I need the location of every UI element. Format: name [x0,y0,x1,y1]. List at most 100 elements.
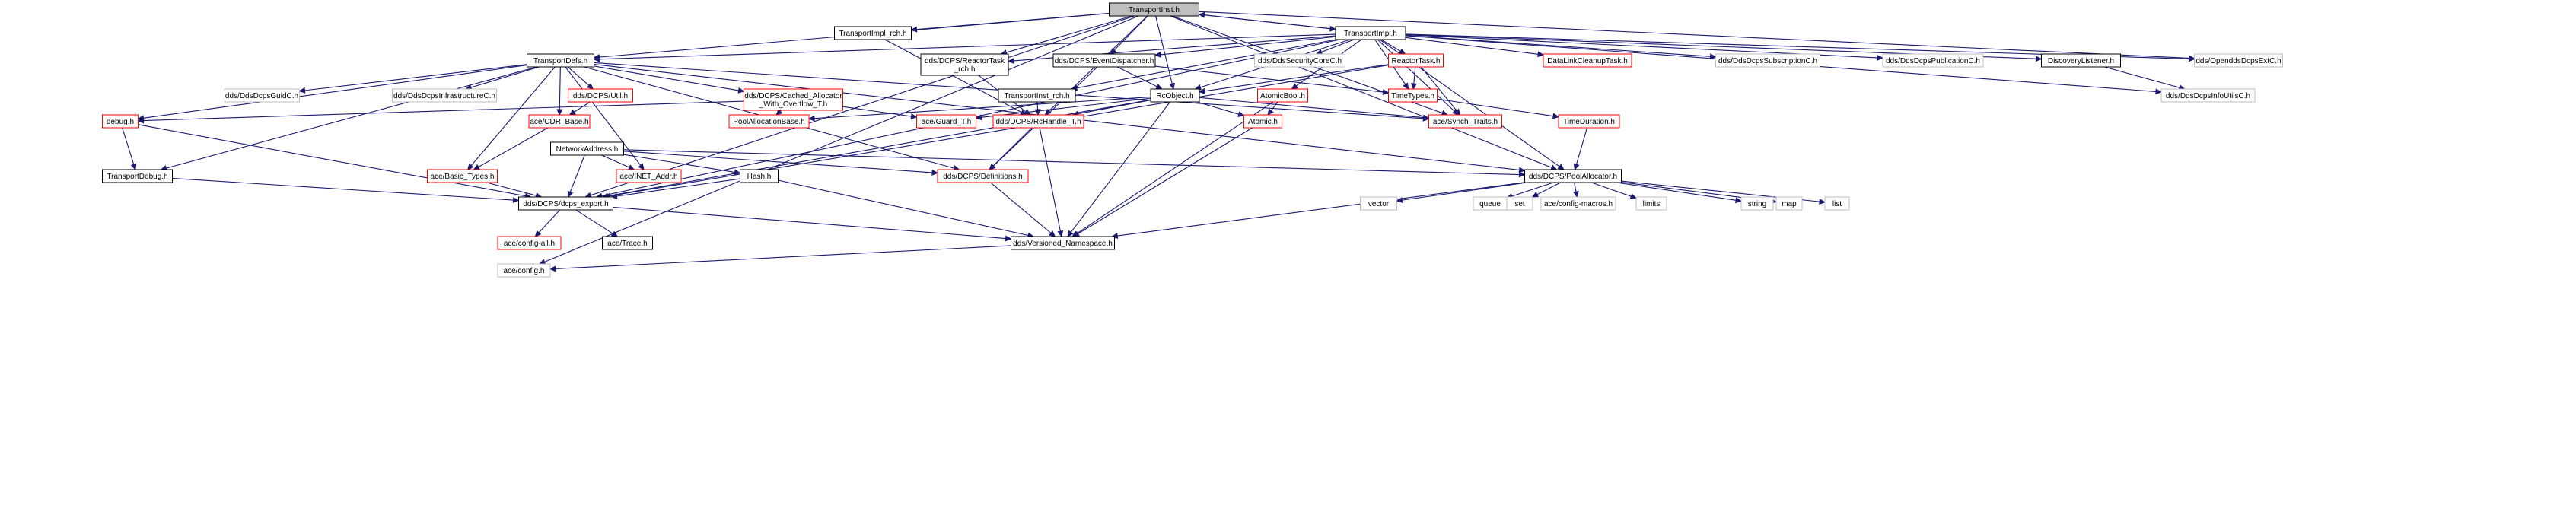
node-discoverylistener-h[interactable]: DiscoveryListener.h [2041,53,2121,68]
edge-versioned_namespace_h-to-config_h [555,245,1011,269]
node-transportdefs-h[interactable]: TransportDefs.h [527,53,594,68]
node-securitycorec-h[interactable]: dds/DdsSecurityCoreC.h [1254,53,1345,68]
node-label: dds/DdsDcpsInfoUtilsC.h [2166,92,2250,100]
node-networkaddress-h[interactable]: NetworkAddress.h [550,141,624,156]
edge-arrowhead [593,56,600,62]
node-label: Hash.h [747,173,772,181]
edge-transportimpl_h-to-transportinst_h [1204,14,1336,30]
node-label: TransportDebug.h [107,173,167,181]
edge-arrowhead [2188,56,2195,62]
node-vector[interactable]: vector [1360,196,1397,211]
edge-poolallocator_h-to-set [1536,182,1561,195]
node-set[interactable]: set [1506,196,1533,211]
node-synch-traits-h[interactable]: ace/Synch_Traits.h [1428,114,1502,129]
edge-arrowhead [1518,171,1526,178]
node-reactortask-h[interactable]: ReactorTask.h [1388,53,1444,68]
node-rcobject-h[interactable]: RcObject.h [1150,88,1200,103]
node-label: TimeTypes.h [1391,92,1434,100]
node-guidc-h[interactable]: dds/DdsDcpsGuidC.h [224,88,300,103]
edge-reactortask_h-to-dcps_export_h [609,65,1389,197]
node-hash-h[interactable]: Hash.h [740,169,779,183]
node-timetypes-h[interactable]: TimeTypes.h [1388,88,1438,103]
node-atomicbool-h[interactable]: AtomicBool.h [1257,88,1308,103]
node-transportdebug-h[interactable]: TransportDebug.h [102,169,173,183]
node-label: ace/Synch_Traits.h [1433,118,1498,126]
edge-arrowhead [1550,164,1558,170]
node-label: queue [1479,200,1501,208]
node-guard-t-h[interactable]: ace/Guard_T.h [916,114,976,129]
node-subscriptionc-h[interactable]: dds/DdsDcpsSubscriptionC.h [1715,53,1820,68]
node-box [497,263,551,278]
edge-arrowhead [538,259,546,265]
node-label: DataLinkCleanupTask.h [1547,57,1628,65]
node-datalinkcleanuptask-h[interactable]: DataLinkCleanupTask.h [1543,53,1632,68]
node-definitions-h[interactable]: dds/DCPS/Definitions.h [937,169,1029,183]
edge-transportimpl_h-to-eventdispatcher_h [1160,36,1336,56]
node-poolallocator-h[interactable]: dds/DCPS/PoolAllocator.h [1524,169,1622,183]
node-inet-addr-h[interactable]: ace/INET_Addr.h [616,169,682,183]
edge-rcobject_h-to-guard_t_h [981,97,1151,118]
node-versioned-namespace-h[interactable]: dds/Versioned_Namespace.h [1011,236,1115,250]
node-map[interactable]: map [1775,196,1803,211]
node-box [528,114,591,129]
edge-arrowhead [587,83,594,90]
node-label: dds/DCPS/ReactorTask [925,57,1005,65]
node-dcps-export-h[interactable]: dds/DCPS/dcps_export.h [518,196,613,211]
node-trace-h[interactable]: ace/Trace.h [602,236,653,250]
node-atomic-h[interactable]: Atomic.h [1243,114,1282,129]
edge-arrowhead [1410,83,1417,91]
node-cached-allocator-h[interactable]: dds/DCPS/Cached_Allocator_With_Overflow_… [744,88,843,111]
node-box [1635,196,1667,211]
node-poolallocationbase-h[interactable]: PoolAllocationBase.h [728,114,810,129]
node-config-all-h[interactable]: ace/config-all.h [497,236,562,250]
edge-arrowhead [1552,113,1560,119]
node-transportinst-rch-h[interactable]: TransportInst_rch.h [998,88,1076,103]
node-basic-types-h[interactable]: ace/Basic_Types.h [427,169,498,183]
node-label: dds/DCPS/EventDispatcher.h [1055,57,1154,65]
node-transportinst-h[interactable]: TransportInst.h [1109,2,1199,17]
edge-transportimpl_h-to-transportdefs_h [599,33,1336,60]
node-util-h[interactable]: dds/DCPS/Util.h [568,88,633,103]
node-label: dds/DdsDcpsSubscriptionC.h [1718,57,1817,65]
edge-transportimpl_h-to-datalinkcleanuptask_h [1405,37,1539,55]
node-transportimpl-rch-h[interactable]: TransportImpl_rch.h [834,26,912,40]
node-string[interactable]: string [1740,196,1774,211]
node-reactortask-rch-h[interactable]: dds/DCPS/ReactorTask_rch.h [920,53,1009,76]
edge-transportdefs_h-to-guidc_h [304,64,527,91]
edge-arrowhead [989,163,996,170]
edge-transportdefs_h-to-debug_h [143,65,527,119]
edge-transportinst_rch_h-to-rchandle_t_h [1036,101,1039,110]
edge-transportdefs_h-to-util_h [567,66,590,86]
edge-atomicbool_h-to-versioned_namespace_h [1076,101,1274,234]
node-queue[interactable]: queue [1473,196,1508,211]
node-box [1506,196,1533,211]
node-timeduration-h[interactable]: TimeDuration.h [1558,114,1620,129]
node-eventdispatcher-h[interactable]: dds/DCPS/EventDispatcher.h [1052,53,1156,68]
node-box [2041,53,2121,68]
node-label: dds/DdsDcpsInfrastructureC.h [393,92,495,100]
node-debug-h[interactable]: debug.h [102,114,139,129]
node-cdr-base-h[interactable]: ace/CDR_Base.h [528,114,591,129]
node-list[interactable]: list [1824,196,1850,211]
edge-poolallocator_h-to-config_macros_h [1574,182,1577,192]
node-limits[interactable]: limits [1635,196,1667,211]
edge-reactortask_h-to-timetypes_h [1413,66,1416,84]
node-config-macros-h[interactable]: ace/config-macros.h [1540,196,1616,211]
node-opendddsdcpsextc-h[interactable]: dds/OpenddsDcpsExtC.h [2194,53,2283,68]
node-infrastructurec-h[interactable]: dds/DdsDcpsInfrastructureC.h [392,88,497,103]
node-publicationc-h[interactable]: dds/DdsDcpsPublicationC.h [1882,53,1984,68]
node-label: ace/Basic_Types.h [431,173,495,181]
node-transportimpl-h[interactable]: TransportImpl.h [1335,26,1406,40]
node-label: ace/CDR_Base.h [530,118,588,126]
edge-arrowhead [1877,54,1884,61]
node-config-h[interactable]: ace/config.h [497,263,551,278]
node-label: TimeDuration.h [1563,118,1615,126]
edge-rchandle_t_h-to-definitions_h [992,127,1033,167]
node-rchandle-t-h[interactable]: dds/DCPS/RcHandle_T.h [992,114,1084,129]
node-infoutilsc-h[interactable]: dds/DdsDcpsInfoUtilsC.h [2160,88,2256,103]
edge-networkaddress_h-to-inet_addr_h [601,154,630,168]
node-label: DiscoveryListener.h [2048,57,2114,65]
node-label: dds/DCPS/Cached_Allocator [744,92,842,100]
